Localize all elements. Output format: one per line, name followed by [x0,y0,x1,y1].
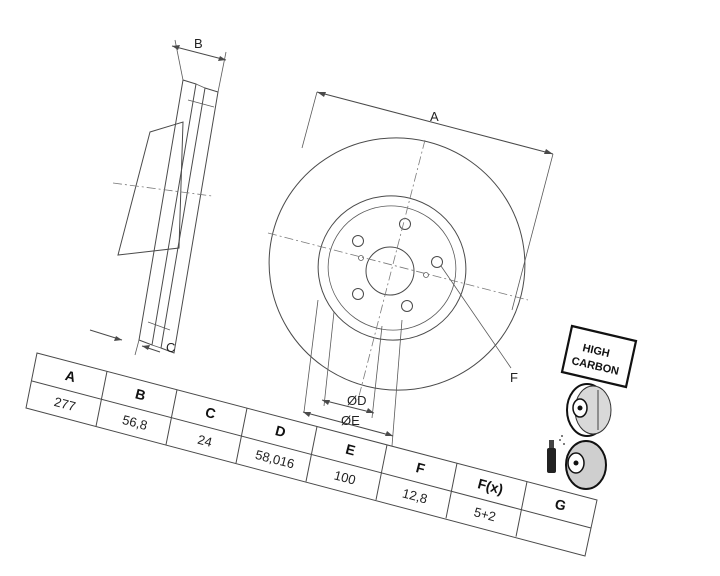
dim-a-arrow [317,92,326,97]
table-value-cell: 5+2 [472,504,497,524]
table-column-divider [235,408,248,464]
table-column-divider [375,444,388,500]
vent-top [195,83,206,89]
spray-dot [561,435,563,437]
bolt-hole [399,218,411,230]
table-cells: A B C D E F F(x) G 277 56,8 24 58,016 100 12,8 5+2 [52,367,567,524]
disc-front-view: A ØD ØE F [267,91,554,447]
dim-e-label: ØE [341,413,360,428]
dim-f-label: F [510,370,518,385]
disc-photo-bore [577,405,583,411]
disc-illustration-top [566,383,612,437]
vent-rib [187,99,215,108]
table-column-dividers [95,371,528,537]
dim-c-arrow [142,345,150,350]
table-column-divider [305,426,318,482]
spray-can-nozzle [549,440,554,448]
dim-b-arrow [172,45,180,50]
dim-c-label: C [166,340,175,355]
dim-d-ext-right [371,325,383,419]
table-value-cell: 56,8 [121,412,149,433]
dim-d-line [321,399,375,414]
dim-d-arrow [366,408,374,413]
front-center-line-v [357,139,426,401]
table-column-divider [445,463,458,519]
hub-outer-ring [317,195,467,341]
table-column-divider [515,481,528,537]
center-bore [365,246,415,296]
table-header-cell: F(x) [476,475,505,497]
hub-inner-ring [327,205,457,331]
dim-e-line [302,411,394,437]
front-center-line-h [267,232,529,301]
locating-hole [358,255,364,261]
dim-d-ext-left [323,311,335,407]
disc-side-profile: B C [89,36,227,356]
dim-a-label: A [430,109,439,124]
bolt-hole [352,235,364,247]
dim-b-label: B [194,36,203,51]
dim-b-line [171,45,227,61]
table-column-divider [95,371,108,427]
dim-b-arrow [218,56,226,61]
bolt-hole [352,288,364,300]
table-header-cell: C [204,404,218,422]
side-center-line [112,182,213,197]
table-header-cell: E [344,441,357,459]
disc-outer-edge [268,137,526,391]
dim-d-label: ØD [347,393,367,408]
table-header-cell: A [64,367,78,385]
disc-illustration-bottom [547,435,607,490]
spray-dot [559,439,561,441]
dim-b-ext-right [217,51,227,93]
friction-plate-inner [160,87,219,354]
friction-plate-outer [138,79,197,346]
dim-c-ext [134,339,140,356]
dim-d-arrow [322,400,330,405]
table-value-cell: 277 [52,394,77,414]
dim-e-arrow [303,412,311,417]
table-header-cell: G [553,496,568,514]
dim-e-arrow [385,431,393,436]
dim-a-arrow [544,149,553,154]
bolt-hole [401,300,413,312]
spray-can-icon [547,448,556,473]
badge-frame [560,324,638,389]
table-value-cell: 24 [196,432,214,450]
bolt-hole [431,256,443,268]
spray-dot [563,443,565,445]
table-value-cell: 100 [332,468,357,488]
dim-a-ext-left [301,91,318,149]
dim-a-line [316,91,554,155]
hub-hat-section [117,121,184,256]
dim-f-leader [440,265,512,369]
table-header-cell: B [134,385,148,403]
dim-e-ext-left [303,299,319,413]
table-header-cell: D [274,422,288,440]
high-carbon-badge: HIGH CARBON [560,324,638,389]
table-border [25,352,598,557]
dim-a-ext-right [511,153,554,311]
table-value-cell: 58,016 [254,447,296,472]
table-value-cell: 12,8 [401,485,429,506]
vent-rib [147,321,171,331]
table-column-divider [165,389,178,445]
vent-bottom [151,344,162,349]
disc-coated-bore [573,460,579,466]
locating-hole [423,272,429,278]
dim-c-arrow [114,336,122,341]
dim-e-ext-right [391,319,403,447]
table-header-cell: F [414,459,427,477]
